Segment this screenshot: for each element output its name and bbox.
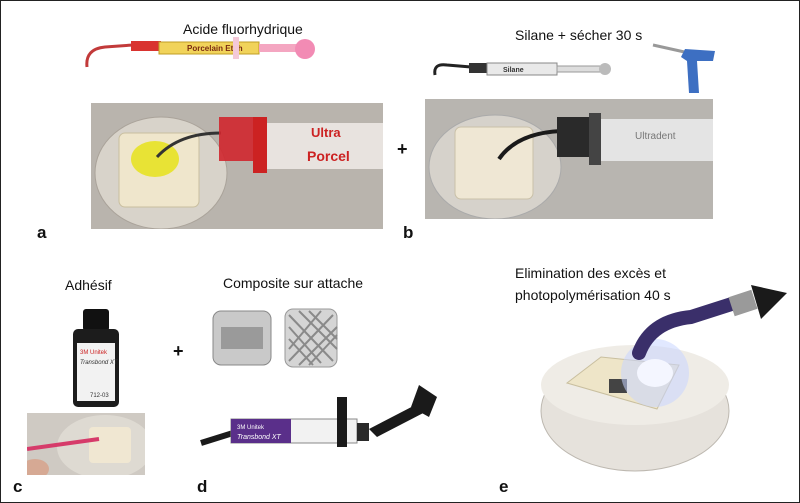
plus-sign-ab: +	[397, 139, 408, 159]
panel-label-a: a	[37, 223, 47, 242]
photo-b-silane: Ultradent	[425, 99, 713, 219]
caption-c: Adhésif	[65, 277, 112, 293]
silane-label: Silane	[503, 67, 524, 74]
composite-syringe: 3M Unitek Transbond XT	[200, 385, 437, 447]
photo-e-curing	[540, 285, 787, 472]
etch-syringe-label: Porcelain Etch	[187, 44, 243, 53]
caption-b: Silane + sécher 30 s	[515, 27, 643, 43]
panel-label-b: b	[403, 223, 414, 242]
bracket-images	[212, 308, 338, 368]
bottle-lot: 712-03	[90, 393, 109, 399]
primer-bottle: 3M Unitek Transbond XT 712-03	[73, 309, 119, 407]
plus-sign-cd: +	[173, 341, 184, 361]
caption-e-line1: Elimination des excès et	[515, 265, 666, 281]
etch-barrel-text-2: Porcel	[307, 148, 350, 164]
panel-label-e: e	[499, 477, 509, 496]
etch-barrel-text: Ultra	[311, 125, 341, 140]
caption-d: Composite sur attache	[223, 275, 364, 291]
photo-c-adhesive	[27, 413, 145, 475]
curing-light-tip	[632, 294, 748, 360]
caption-a: Acide fluorhydrique	[183, 21, 303, 37]
panel-label-d: d	[197, 477, 208, 496]
composite-name: Transbond XT	[237, 434, 282, 441]
photo-a-etching: Ultra Porcel	[91, 103, 383, 229]
bottle-brand: 3M Unitek	[80, 350, 108, 356]
bottle-name: Transbond XT	[80, 360, 119, 366]
air-syringe-icon	[652, 43, 715, 93]
etch-gel	[131, 141, 179, 177]
silane-barrel-text: Ultradent	[635, 131, 676, 142]
panel-label-c: c	[13, 477, 23, 496]
composite-brand: 3M Unitek	[237, 425, 265, 431]
caption-e-line2: photopolymérisation 40 s	[515, 287, 671, 303]
silane-syringe-small: Silane	[433, 62, 611, 76]
etch-syringe-small: Porcelain Etch	[85, 37, 315, 68]
